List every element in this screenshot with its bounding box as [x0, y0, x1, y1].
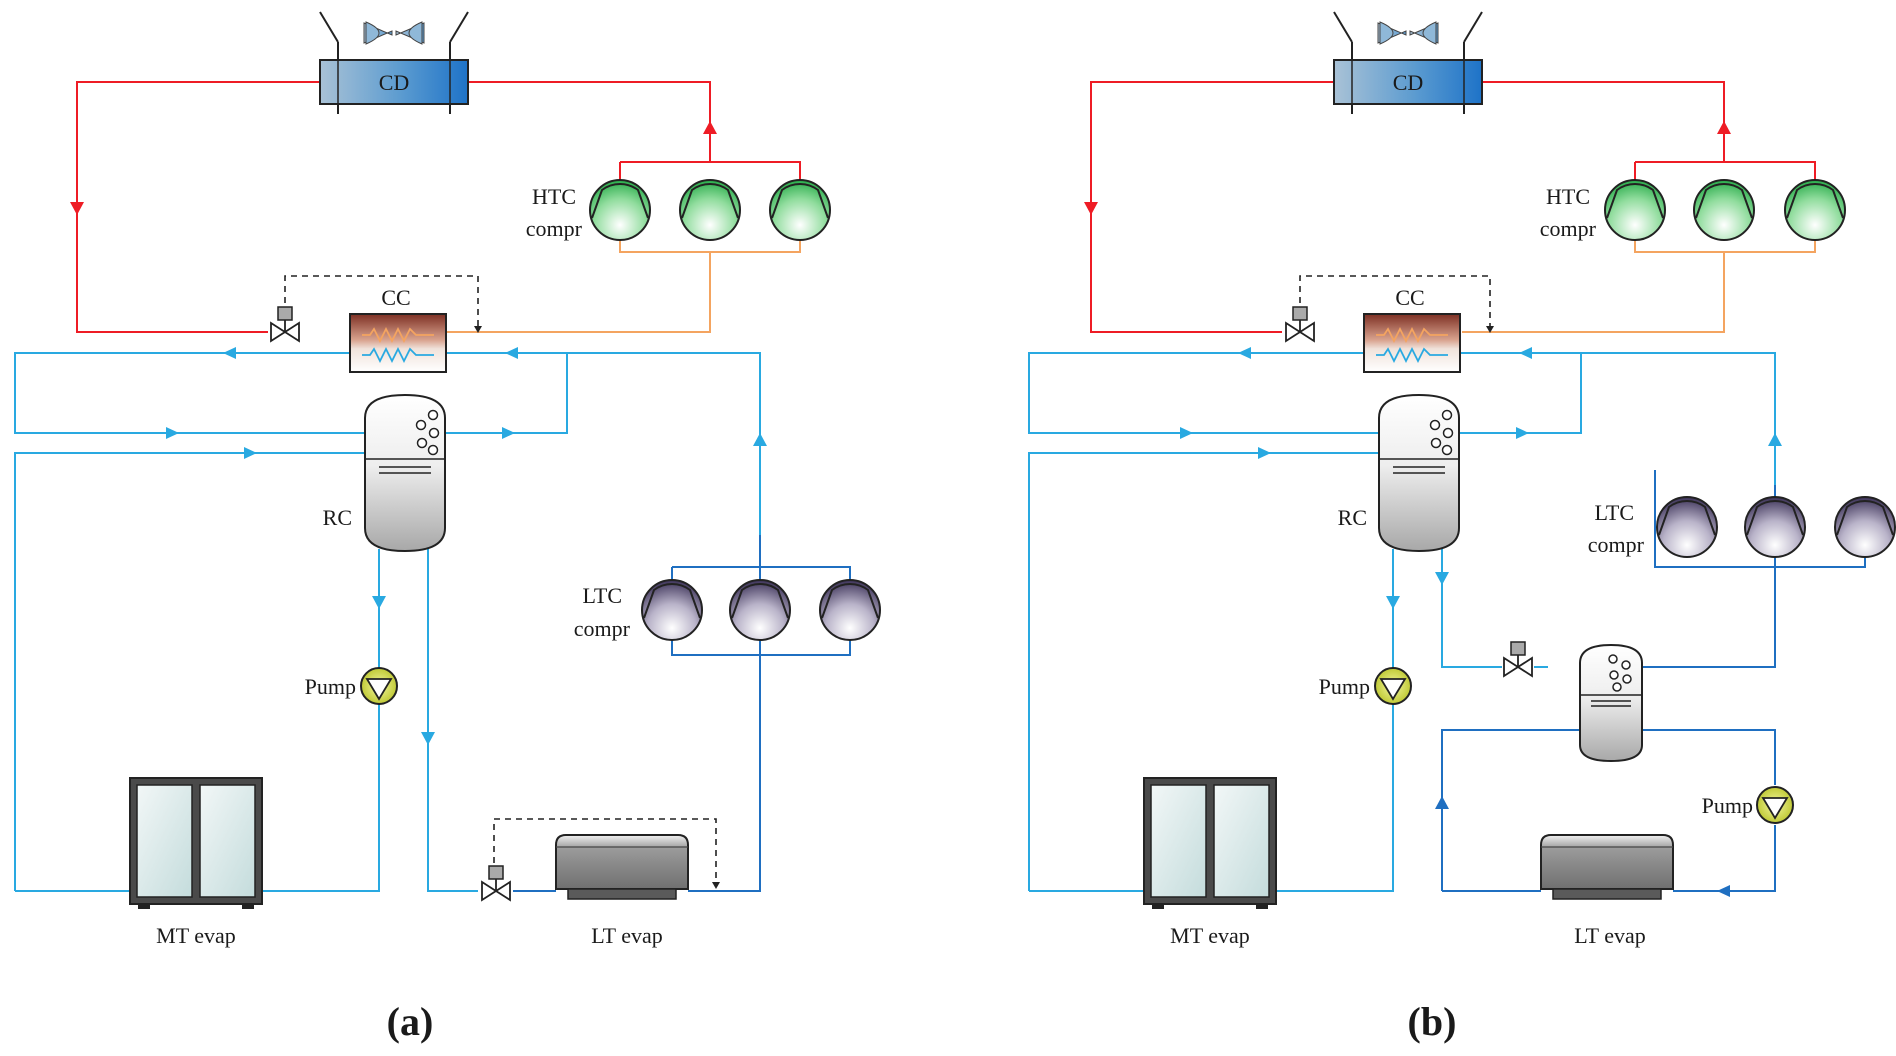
cascade-label: CC [381, 285, 410, 310]
flow-arrow-icon [1435, 572, 1449, 585]
compressor-icon [819, 579, 881, 641]
flow-arrow-icon [1084, 202, 1098, 215]
condenser-label: CD [379, 70, 410, 95]
compressor-icon [1784, 179, 1846, 241]
ltc-label-line1: LTC [1594, 500, 1634, 525]
flow-arrow-icon [223, 347, 236, 359]
flow-arrow-icon [1435, 796, 1449, 809]
flow-arrow-icon [1516, 427, 1529, 439]
panel-b: CD HTC compr CC RC LTC compr Pump Pump M… [1028, 11, 1896, 1044]
flow-arrow-icon [703, 121, 717, 134]
panel-caption: (a) [387, 999, 434, 1044]
flow-arrow-icon [753, 433, 767, 446]
panel-a: CD HTC compr CC RC LTC compr Pump MT eva… [14, 11, 881, 1044]
ltc-label-line1: LTC [582, 583, 622, 608]
ltc-label-line2: compr [574, 616, 631, 641]
lt-evaporator-icon [1540, 834, 1674, 900]
control-line [284, 275, 479, 328]
flow-arrow-icon [1386, 596, 1400, 609]
cascade-label: CC [1395, 285, 1424, 310]
flow-arrow-icon [1519, 347, 1532, 359]
expansion-valve-icon [1503, 641, 1533, 677]
compressor-icon [641, 579, 703, 641]
htc-label-line1: HTC [532, 184, 576, 209]
pump-label: Pump [305, 674, 356, 699]
receiver-icon [1378, 394, 1460, 552]
display-cabinet-icon [129, 777, 263, 910]
pump-label: Pump [1702, 793, 1753, 818]
compressor-icon [769, 179, 831, 241]
lt-control-line [493, 818, 717, 884]
htc-label-line2: compr [526, 216, 583, 241]
flow-arrow-icon [1238, 347, 1251, 359]
expansion-valve-icon [1285, 306, 1315, 342]
flow-arrow-icon [166, 427, 179, 439]
compressor-icon [729, 579, 791, 641]
flow-arrow-icon [244, 447, 257, 459]
flow-arrow-icon [1258, 447, 1271, 459]
flow-arrow-icon [1717, 885, 1730, 897]
compressor-icon [589, 179, 651, 241]
flow-arrow-icon [1717, 121, 1731, 134]
compressor-icon [1744, 496, 1806, 558]
receiver-icon [1579, 644, 1643, 762]
flow-arrow-icon [505, 347, 518, 359]
pump-icon [1756, 786, 1794, 824]
lt-evap-label: LT evap [1574, 923, 1646, 948]
pump-icon [1374, 667, 1412, 705]
flow-arrow-icon [1180, 427, 1193, 439]
compressor-icon [1604, 179, 1666, 241]
mt-evap-label: MT evap [156, 923, 236, 948]
receiver-icon [364, 394, 446, 552]
compressor-icon [1834, 496, 1896, 558]
expansion-valve-icon [481, 865, 511, 901]
receiver-label: RC [323, 505, 352, 530]
mt-evap-label: MT evap [1170, 923, 1250, 948]
htc-label-line1: HTC [1546, 184, 1590, 209]
flow-arrow-icon [70, 202, 84, 215]
flow-arrow-icon [502, 427, 515, 439]
mt-co2-lines [14, 352, 761, 892]
flow-arrow-icon [421, 732, 435, 745]
compressor-icon [679, 179, 741, 241]
control-line [1299, 275, 1491, 328]
expansion-valve-icon [270, 306, 300, 342]
ltc-label-line2: compr [1588, 532, 1645, 557]
pump-label: Pump [1319, 674, 1370, 699]
display-cabinet-icon [1143, 777, 1277, 910]
panel-caption: (b) [1408, 999, 1457, 1044]
htc-suction-line [446, 230, 801, 333]
compressor-icon [1656, 496, 1718, 558]
pump-icon [360, 667, 398, 705]
compressor-icon [1693, 179, 1755, 241]
lt-evap-label: LT evap [591, 923, 663, 948]
condenser-icon [1333, 11, 1483, 115]
htc-label-line2: compr [1540, 216, 1597, 241]
htc-suction-line [1462, 230, 1816, 333]
receiver-label: RC [1338, 505, 1367, 530]
cascade-condenser-icon [1363, 313, 1461, 373]
cascade-condenser-icon [349, 313, 447, 373]
lt-evaporator-icon [555, 834, 689, 900]
flow-arrow-icon [372, 596, 386, 609]
condenser-label: CD [1393, 70, 1424, 95]
flow-arrow-icon [1768, 433, 1782, 446]
condenser-icon [319, 11, 469, 115]
